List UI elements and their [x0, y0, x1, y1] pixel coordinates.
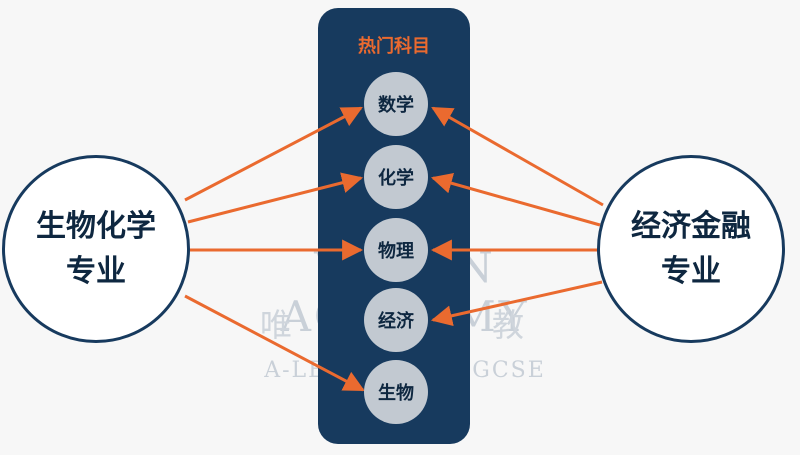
- subject-node-physics: 物理: [364, 218, 428, 282]
- subject-node-chemistry: 化学: [364, 145, 428, 209]
- major-economics-finance-suffix: 专业: [661, 254, 721, 289]
- subject-node-economics: 经济: [364, 288, 428, 352]
- arrow-biochem-math: [184, 106, 363, 202]
- major-biochemistry: 生物化学 专业: [2, 155, 190, 343]
- arrow-econ-chemistry: [430, 173, 601, 227]
- subject-node-biology: 生物: [364, 360, 428, 424]
- major-economics-finance-name: 经济金融: [631, 209, 751, 244]
- arrow-biochem-biology: [184, 294, 365, 392]
- subject-node-math: 数学: [364, 72, 428, 136]
- major-biochemistry-suffix: 专业: [66, 254, 126, 289]
- arrow-econ-economics: [430, 280, 603, 327]
- major-economics-finance: 经济金融 专业: [597, 155, 785, 343]
- arrow-biochem-chemistry: [187, 172, 364, 224]
- panel-title: 热门科目: [358, 36, 430, 57]
- major-biochemistry-name: 生物化学: [36, 209, 156, 244]
- arrow-econ-math: [431, 106, 604, 207]
